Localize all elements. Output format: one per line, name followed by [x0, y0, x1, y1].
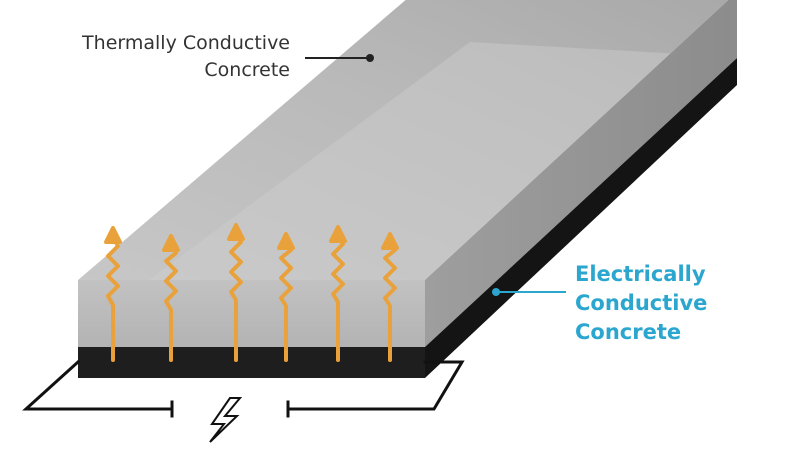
electrically-conductive-concrete-label: Electrically Conductive Concrete: [575, 260, 785, 347]
slab-side-face: [425, 0, 737, 347]
slab-top-face: [78, 0, 729, 280]
lightning-bolt-icon: [209, 397, 243, 443]
heat-wave-arrow-icon: [227, 223, 245, 362]
heat-wave-arrow-icon: [277, 232, 295, 362]
thermal-label-line-1: Thermally Conductive: [82, 32, 290, 54]
slab-front-face: [78, 280, 425, 347]
electrical-leader-dot: [492, 288, 500, 296]
circuit-wire-left: [22, 359, 174, 411]
thermal-leader-dot: [366, 54, 374, 62]
heat-wave-arrow-icon: [162, 234, 180, 362]
electrical-label-line-1: Electrically: [575, 262, 706, 286]
thermal-label-line-2: Concrete: [204, 59, 290, 81]
electrical-label-line-2: Conductive: [575, 291, 708, 315]
circuit-wire-right: [286, 360, 465, 411]
thermal-conductive-concrete-label: Thermally Conductive Concrete: [40, 30, 290, 84]
heat-arrows: [104, 223, 399, 362]
conductive-layer-front: [78, 347, 425, 378]
conductive-layer-side: [425, 58, 737, 378]
power-circuit: [22, 359, 465, 418]
slab-top-panel: [92, 42, 700, 322]
heat-wave-arrow-icon: [104, 226, 122, 362]
heat-wave-arrow-icon: [381, 232, 399, 362]
electrical-label-line-3: Concrete: [575, 320, 682, 344]
heat-wave-arrow-icon: [329, 225, 347, 362]
